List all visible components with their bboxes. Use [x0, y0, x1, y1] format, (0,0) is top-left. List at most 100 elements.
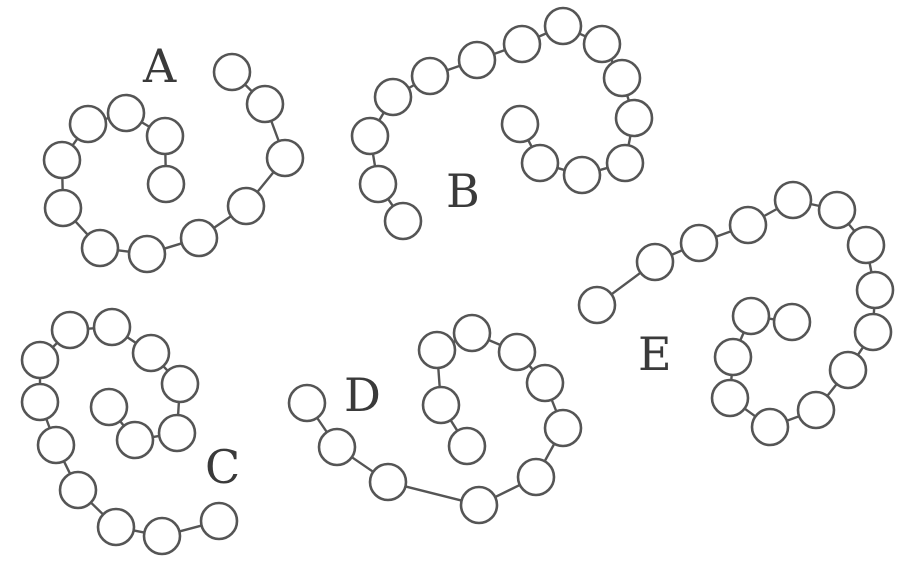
chain-c-bead — [20, 340, 60, 380]
chain-d-bead — [452, 313, 492, 353]
chain-c-bead — [58, 470, 98, 510]
chain-d-bead — [516, 457, 556, 497]
chain-d-bead — [447, 426, 487, 466]
chain-e-link — [868, 261, 873, 274]
chain-d-bead — [368, 462, 408, 502]
chain-e-link — [610, 271, 642, 296]
chain-c-bead — [142, 516, 182, 556]
chain-a-bead — [68, 104, 108, 144]
chain-a-bead — [212, 52, 252, 92]
chain-b-link — [377, 111, 386, 122]
chain-a-bead — [179, 218, 219, 258]
chain-b — [350, 6, 654, 241]
chain-d-bead — [421, 385, 461, 425]
chain-e-link — [847, 222, 856, 233]
chain-a-link — [116, 249, 131, 253]
chain-c-bead — [50, 310, 90, 350]
chain-c-link — [125, 335, 138, 345]
chain-e — [577, 180, 895, 447]
chain-e-bead — [635, 242, 675, 282]
chain-b-bead — [410, 56, 450, 96]
chain-d-link — [404, 485, 463, 502]
chain-b-link — [527, 138, 533, 149]
chain-a-bead — [145, 116, 185, 156]
chain-b-bead — [602, 58, 642, 98]
chain-a-bead — [265, 138, 305, 178]
chain-e-bead — [577, 285, 617, 325]
chain-c-link — [132, 529, 146, 534]
chain-a-link — [140, 120, 151, 129]
chain-b-link — [598, 166, 609, 172]
chain-e-link — [856, 345, 865, 357]
chain-a-bead — [80, 228, 120, 268]
chain-e-bead — [731, 296, 771, 336]
chain-a-bead — [127, 234, 167, 274]
chain-e-link — [670, 248, 684, 257]
chain-b-bead — [582, 24, 622, 64]
chain-c-link — [176, 400, 181, 417]
chain-label-e: E — [638, 327, 672, 381]
chain-d-link — [449, 419, 459, 432]
chain-d-bead — [417, 330, 457, 370]
chain-a-link — [243, 83, 254, 93]
chain-a-link — [163, 242, 183, 250]
chain-d — [287, 313, 583, 525]
chain-b-bead — [562, 155, 602, 195]
chain-e-bead — [728, 205, 768, 245]
chain-e-bead — [853, 312, 893, 352]
chain-e-bead — [750, 407, 790, 447]
chain-d-link — [487, 338, 502, 347]
chain-b-bead — [543, 6, 583, 46]
chain-b-bead — [605, 143, 645, 183]
chain-d-bead — [525, 363, 565, 403]
chain-b-link — [386, 197, 395, 208]
chain-d-bead — [459, 485, 499, 525]
chain-e-bead — [828, 350, 868, 390]
chain-c-bead — [89, 387, 129, 427]
chain-b-link — [627, 134, 632, 147]
chain-e-bead — [772, 302, 812, 342]
chain-b-bead — [383, 201, 423, 241]
chain-c-bead — [157, 413, 197, 453]
chain-b-bead — [457, 40, 497, 80]
chain-c-bead — [20, 382, 60, 422]
chain-a-bead — [245, 84, 285, 124]
chain-c-link — [45, 417, 51, 430]
chain-e-bead — [773, 180, 813, 220]
chain-d-link — [543, 442, 556, 463]
chain-label-d: D — [344, 368, 381, 422]
chain-d-bead — [543, 408, 583, 448]
chain-c-link — [89, 501, 105, 516]
chain-e-link — [743, 407, 757, 418]
chain-a — [42, 52, 305, 274]
chain-b-link — [445, 64, 462, 72]
chain-d-bead — [317, 427, 357, 467]
chain-a-bead — [146, 164, 186, 204]
chain-c-bead — [36, 425, 76, 465]
chain-a-bead — [106, 93, 146, 133]
chain-e-link — [785, 415, 801, 422]
chain-b-bead — [500, 104, 540, 144]
chain-e-bead — [855, 270, 895, 310]
chain-b-link — [371, 152, 377, 168]
chain-d-bead — [287, 383, 327, 423]
chain-e-bead — [713, 337, 753, 377]
chain-b-bead — [502, 24, 542, 64]
chain-e-link — [739, 331, 745, 342]
chain-e-bead — [817, 190, 857, 230]
chain-c-bead — [131, 333, 171, 373]
chain-c-bead — [199, 501, 239, 541]
chain-e-link — [826, 382, 838, 398]
chain-label-c: C — [205, 440, 240, 494]
chain-b-bead — [614, 98, 654, 138]
chain-d-link — [437, 366, 441, 389]
chain-e-bead — [710, 378, 750, 418]
chain-a-link — [256, 170, 275, 194]
chain-a-bead — [42, 140, 82, 180]
chain-d-link — [493, 483, 522, 499]
chain-b-link — [492, 48, 507, 56]
chain-a-link — [212, 214, 233, 230]
chain-a-bead — [43, 188, 83, 228]
chain-label-b: B — [446, 164, 480, 218]
